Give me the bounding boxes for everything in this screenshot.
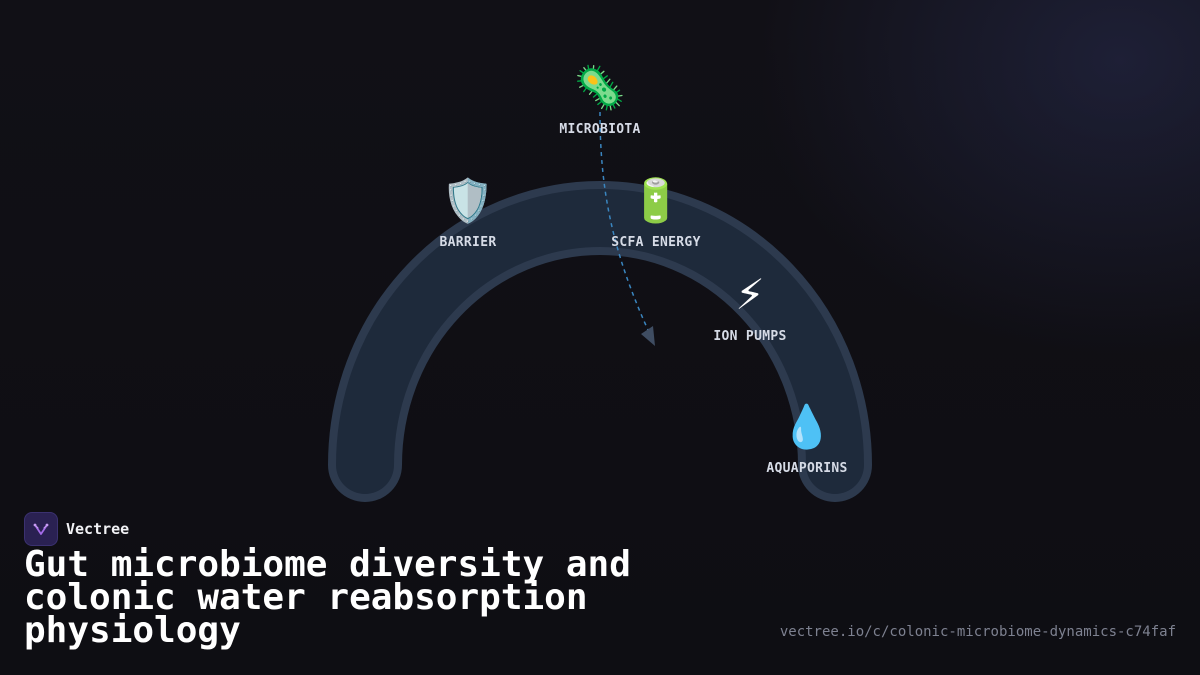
node-label-ion-pumps: ION PUMPS (713, 329, 787, 344)
vectree-logo-icon (24, 512, 58, 546)
connector-arrowhead (641, 326, 655, 346)
lightning-icon: ⚡ (735, 270, 765, 319)
water-drop-icon: 💧 (780, 402, 834, 451)
page-url[interactable]: vectree.io/c/colonic-microbiome-dynamics… (779, 624, 1176, 640)
node-label-microbiota: MICROBIOTA (559, 122, 641, 137)
battery-icon: 🔋 (629, 176, 683, 225)
node-barrier: 🛡️ BARRIER (439, 176, 497, 251)
colon-arc-inner (336, 189, 864, 494)
node-microbiota: 🦠 MICROBIOTA (559, 63, 641, 138)
node-label-barrier: BARRIER (439, 235, 497, 250)
node-aquaporins: 💧 AQUAPORINS (766, 402, 848, 477)
microbe-icon: 🦠 (573, 63, 627, 112)
node-label-aquaporins: AQUAPORINS (766, 461, 848, 476)
connector-line (599, 111, 649, 331)
node-scfa-energy: 🔋 SCFA ENERGY (611, 176, 701, 251)
page-title: Gut microbiome diversity and colonic wat… (24, 544, 631, 651)
brand-name: Vectree (66, 520, 130, 538)
node-label-scfa-energy: SCFA ENERGY (611, 235, 701, 250)
brand[interactable]: Vectree (24, 512, 129, 546)
node-ion-pumps: ⚡ ION PUMPS (713, 270, 787, 345)
shield-icon: 🛡️ (441, 176, 495, 225)
